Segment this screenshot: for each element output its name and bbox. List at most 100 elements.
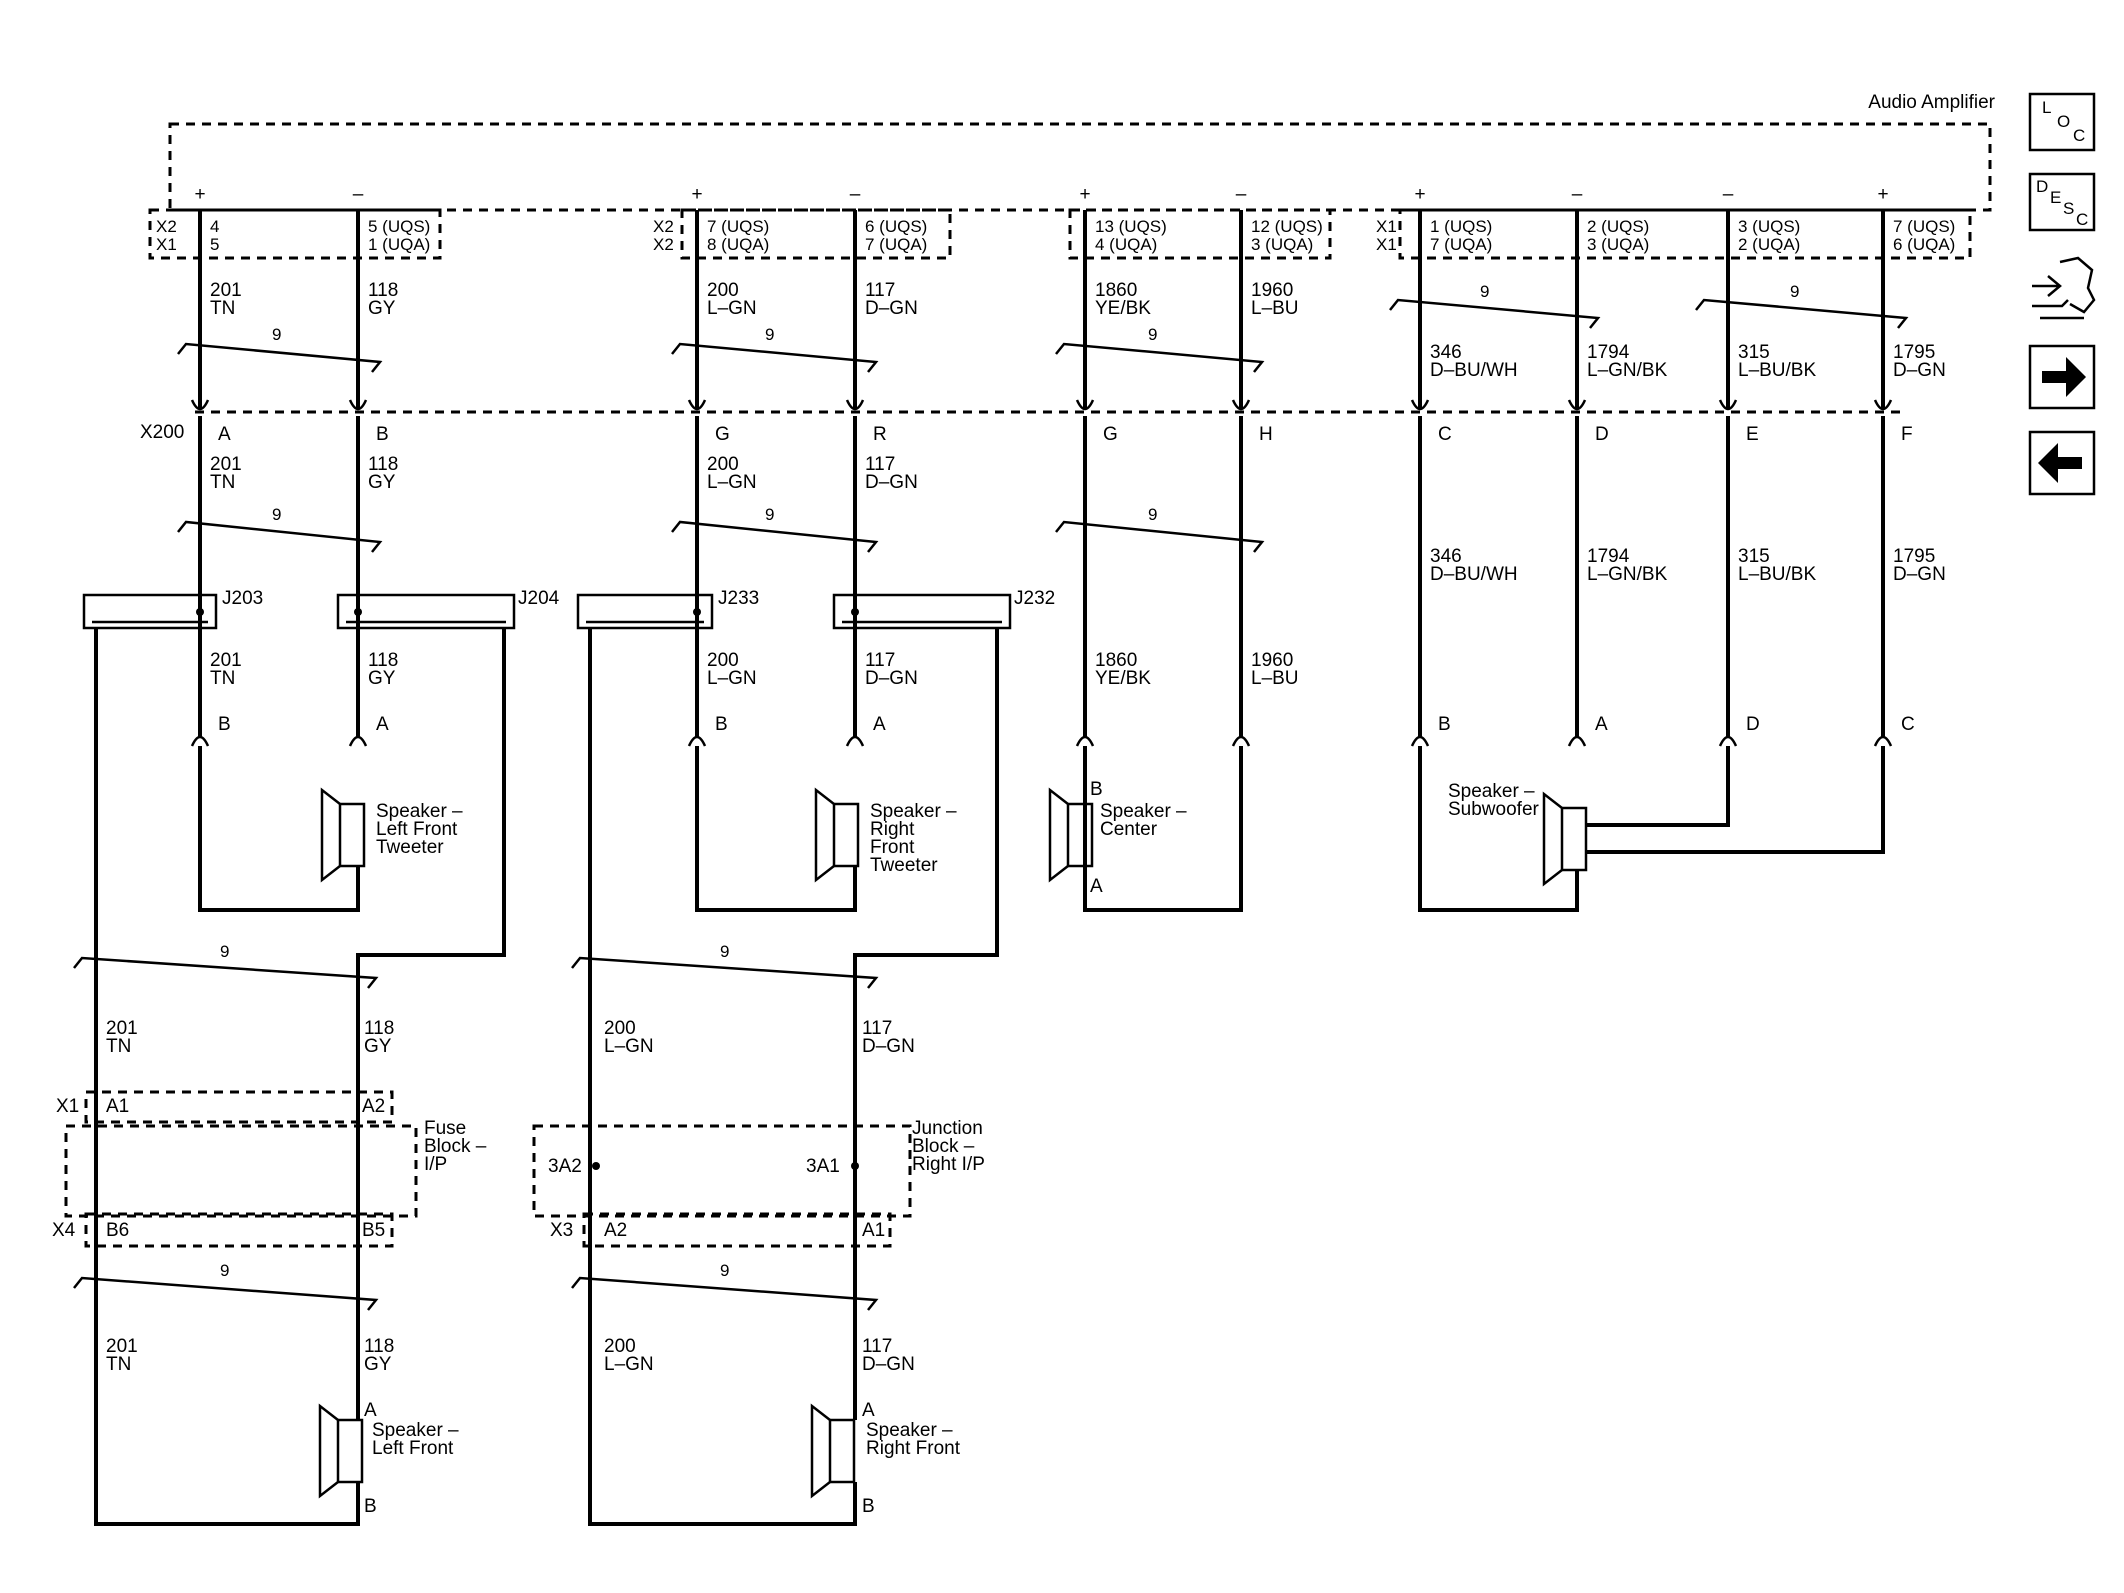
connector-shell-4 <box>1398 208 1972 260</box>
speaker-cone <box>814 787 835 883</box>
junction-dot <box>592 1162 600 1170</box>
desc-letter-2: E <box>2050 188 2061 207</box>
x200-pin-letter: F <box>1901 424 1913 445</box>
fuse-block-bottom-conn: X4 <box>52 1220 76 1241</box>
x200-terminal <box>190 399 210 411</box>
fuse-block-pin: B5 <box>362 1220 385 1241</box>
twist-label: 9 <box>1480 282 1489 301</box>
splice-dot <box>851 608 859 616</box>
x200-pin-letter: D <box>1595 424 1609 445</box>
splice-dot <box>693 608 701 616</box>
loc-letter-2: O <box>2057 112 2070 131</box>
lower-harness-wire <box>853 628 999 1420</box>
speaker-right-front: Speaker –Right Front <box>810 1403 961 1499</box>
twist-label: 9 <box>220 942 229 961</box>
x200-pin-letter: E <box>1746 424 1759 445</box>
speaker-pin-letter: A <box>862 1400 875 1421</box>
x200-pin-letter: G <box>715 424 730 445</box>
back-arrow-icon <box>2038 443 2082 483</box>
amp-pin-number: 6 (UQS)7 (UQA) <box>865 217 927 254</box>
connector-icon[interactable] <box>2032 256 2096 320</box>
connector-shell-2 <box>680 208 952 260</box>
amp-pin-number: 1 (UQS)7 (UQA) <box>1430 217 1492 254</box>
x200-terminal <box>1231 399 1251 411</box>
pin-polarity: – <box>353 184 364 205</box>
twist-label: 9 <box>272 505 281 524</box>
junction-dot <box>851 1162 859 1170</box>
twist-line <box>571 956 879 989</box>
speaker-cone <box>1048 787 1069 883</box>
fuse-block-pin: A2 <box>362 1096 385 1117</box>
twist-label: 9 <box>720 1261 729 1280</box>
pin-polarity: + <box>1079 184 1090 205</box>
speaker-magnet <box>828 1418 856 1484</box>
desc-button[interactable]: D E S C <box>2028 172 2096 232</box>
speaker-terminal <box>190 735 210 747</box>
loc-button[interactable]: L O C <box>2028 92 2096 152</box>
splice-label: J204 <box>518 588 560 609</box>
fuse-block-top-connector <box>84 1090 394 1124</box>
speaker-pin-letter: B <box>1438 714 1451 735</box>
junction-block-bottom-conn: X3 <box>550 1220 573 1241</box>
x200-connector: X200 <box>140 410 1900 443</box>
twist-label: 9 <box>1148 505 1157 524</box>
desc-letter-1: D <box>2036 177 2048 196</box>
twist-line <box>73 1276 379 1311</box>
speaker-pin-letter: B <box>715 714 728 735</box>
pin-polarity: – <box>1723 184 1734 205</box>
back-arrow-button[interactable] <box>2028 430 2096 496</box>
twist-line <box>671 520 879 553</box>
audio-amplifier: Audio Amplifier <box>168 92 1996 212</box>
loc-letter-1: L <box>2042 98 2051 117</box>
speaker-pin-letter: A <box>364 1400 377 1421</box>
x200-pin-letter: H <box>1259 424 1273 445</box>
loc-letter-3: C <box>2073 126 2085 145</box>
speaker-cone <box>320 787 341 883</box>
speaker-label: Speaker –Center <box>1100 801 1187 840</box>
speaker-pin-letter: D <box>1746 714 1760 735</box>
x200-terminal <box>1873 399 1893 411</box>
speaker-pin-letter: A <box>376 714 389 735</box>
splice-label: J232 <box>1014 588 1055 609</box>
fuse-block-pin: B6 <box>106 1220 129 1241</box>
speaker-pin-letter: B <box>218 714 231 735</box>
pin-polarity: + <box>194 184 205 205</box>
x200-pin-letter: C <box>1438 424 1452 445</box>
speaker-terminal <box>1567 735 1587 747</box>
twist-line <box>571 1276 879 1311</box>
splice-pack-J233 <box>576 593 714 630</box>
twist-line <box>1055 342 1265 373</box>
junction-block-pin: A1 <box>862 1220 885 1241</box>
twist-label: 9 <box>1790 282 1799 301</box>
splice-label: J233 <box>718 588 759 609</box>
next-arrow-button[interactable] <box>2028 344 2096 410</box>
speaker-terminal <box>348 735 368 747</box>
speaker-terminal <box>1410 735 1430 747</box>
speaker-pin-letter: B <box>862 1496 875 1517</box>
pin-polarity: – <box>1572 184 1583 205</box>
speaker-return-wire <box>1586 746 1885 854</box>
